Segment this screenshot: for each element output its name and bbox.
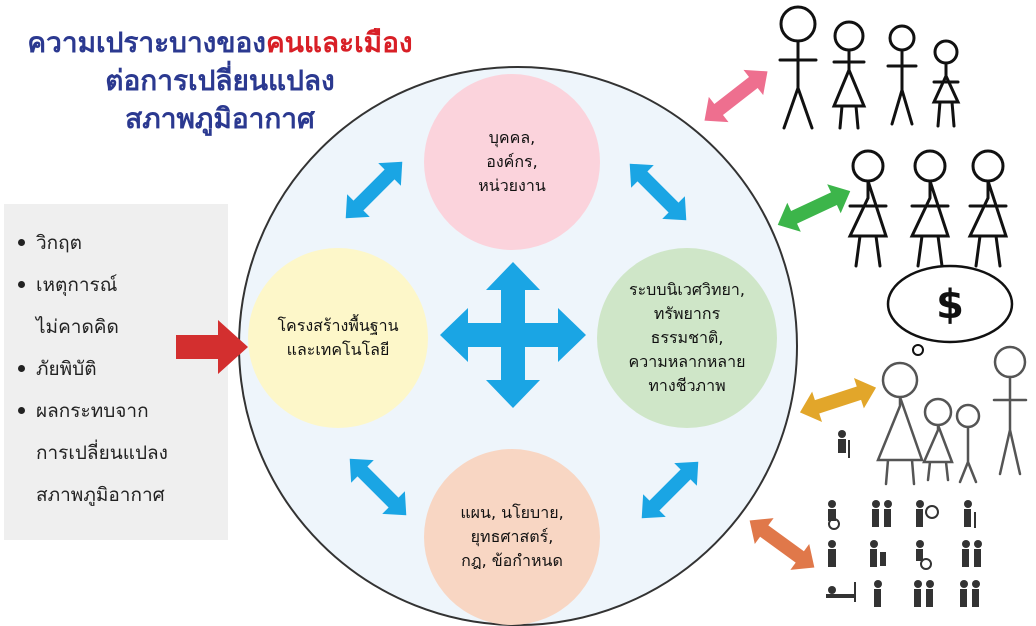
title-line3: สภาพภูมิอากาศ: [125, 102, 315, 135]
stressor-item: เหตุการณ์: [14, 264, 228, 306]
thought-bubble-icon: $: [886, 264, 1014, 356]
stick-family-icon: [778, 5, 961, 130]
arrow-yellow: [795, 372, 881, 428]
stressor-item: สภาพภูมิอากาศ: [14, 474, 228, 516]
node-infrastructure: โครงสร้างพื้นฐาน และเทคโนโลยี: [248, 248, 428, 428]
center-cross-arrow: [440, 262, 586, 408]
stressor-text: การเปลี่ยนแปลง: [36, 442, 168, 464]
node-ecosystem: ระบบนิเวศวิทยา, ทรัพยากร ธรรมชาติ, ความห…: [597, 248, 777, 428]
bullet-icon: [18, 239, 25, 246]
bullet-icon: [18, 407, 25, 414]
diagram-title: ความเปราะบางของคนและเมือง ต่อการเปลี่ยนแ…: [10, 24, 430, 138]
node-people-organizations: บุคคล, องค์กร, หน่วยงาน: [424, 74, 600, 250]
title-highlight: คนและเมือง: [265, 26, 413, 59]
worried-family-icon: [876, 345, 1028, 486]
stressor-input-arrow: [176, 320, 248, 374]
dollar-sign: $: [936, 282, 964, 328]
stressor-text: ไม่คาดคิด: [36, 316, 119, 338]
stressor-item: ไม่คาดคิด: [14, 306, 228, 348]
arrow-top-right: [618, 152, 698, 232]
arrow-bottom-right: [630, 450, 710, 530]
arrow-bottom-left: [338, 447, 418, 527]
stressor-text: สภาพภูมิอากาศ: [36, 484, 165, 506]
arrow-green: [770, 176, 858, 240]
stressor-item: การเปลี่ยนแปลง: [14, 432, 228, 474]
title-part1: ความเปราะบางของ: [27, 26, 266, 59]
stressor-text: เหตุการณ์: [36, 274, 118, 296]
bullet-icon: [18, 281, 25, 288]
arrow-pink: [694, 58, 778, 134]
node-policy: แผน, นโยบาย, ยุทธศาสตร์, กฎ, ข้อกำหนด: [424, 449, 600, 625]
stressor-item: ภัยพิบัติ: [14, 348, 228, 390]
stressor-text: ผลกระทบจาก: [36, 400, 149, 422]
stressors-box: วิกฤตเหตุการณ์ไม่คาดคิดภัยพิบัติผลกระทบจ…: [4, 204, 228, 540]
stick-women-icon: [847, 149, 1009, 268]
disability-icons-grid: [826, 430, 982, 607]
stressor-item: วิกฤต: [14, 222, 228, 264]
stressor-item: ผลกระทบจาก: [14, 390, 228, 432]
title-line2: ต่อการเปลี่ยนแปลง: [105, 64, 335, 97]
arrow-orange: [740, 507, 824, 581]
stressor-text: วิกฤต: [36, 232, 83, 254]
arrow-top-left: [334, 150, 414, 230]
stressor-text: ภัยพิบัติ: [36, 358, 97, 380]
stressors-list: วิกฤตเหตุการณ์ไม่คาดคิดภัยพิบัติผลกระทบจ…: [4, 222, 228, 516]
bullet-icon: [18, 365, 25, 372]
